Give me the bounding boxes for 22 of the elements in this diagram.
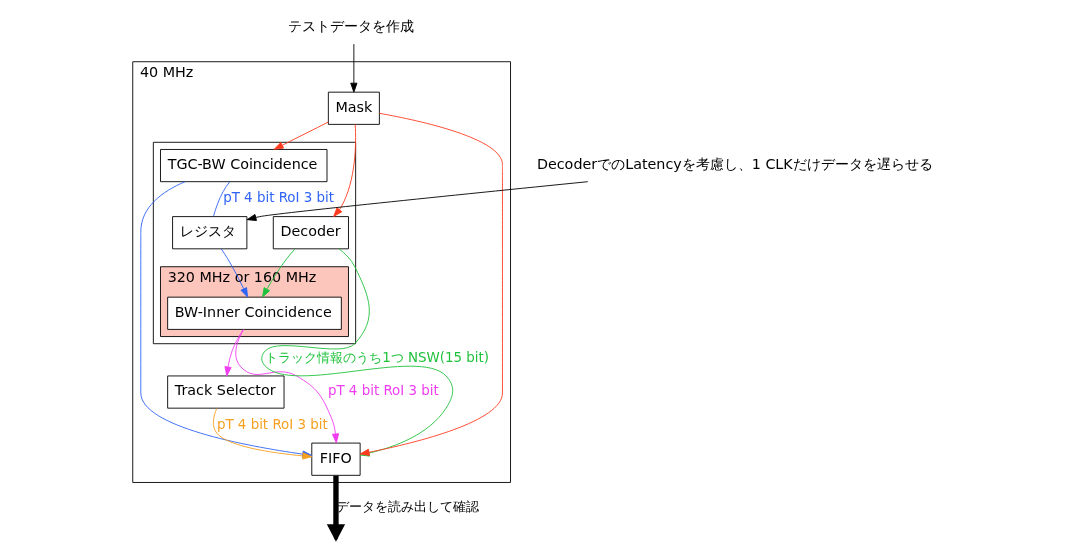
edge-label: pT 4 bit RoI 3 bit bbox=[222, 190, 334, 206]
connector bbox=[212, 181, 230, 217]
node-box: Track Selector bbox=[166, 375, 284, 409]
node-text: テストデータを作成 bbox=[287, 18, 414, 35]
arrow bbox=[246, 181, 588, 221]
arrow bbox=[273, 121, 329, 150]
node-box: Mask bbox=[327, 91, 380, 125]
arrow bbox=[349, 43, 357, 93]
node-box: Decoder bbox=[272, 216, 349, 250]
edge-label: pT 4 bit RoI 3 bit bbox=[327, 383, 439, 399]
edge-label: トラック情報のうち1つ NSW(15 bit) bbox=[264, 349, 489, 365]
arrow bbox=[220, 248, 248, 298]
arrow bbox=[332, 124, 356, 217]
arrow bbox=[234, 329, 339, 444]
node-box: レジスタ bbox=[171, 216, 247, 250]
node-box: TGC-BW Coincidence bbox=[159, 149, 327, 183]
arrow bbox=[261, 248, 295, 298]
arrow bbox=[224, 329, 244, 377]
node-box: BW-Inner Coincidence bbox=[166, 296, 342, 330]
node-box: FIFO bbox=[310, 442, 361, 476]
edge-label: pT 4 bit RoI 3 bit bbox=[216, 416, 328, 432]
node-text: DecoderでのLatencyを考慮し、1 CLKだけデータを遅らせる bbox=[536, 155, 933, 172]
